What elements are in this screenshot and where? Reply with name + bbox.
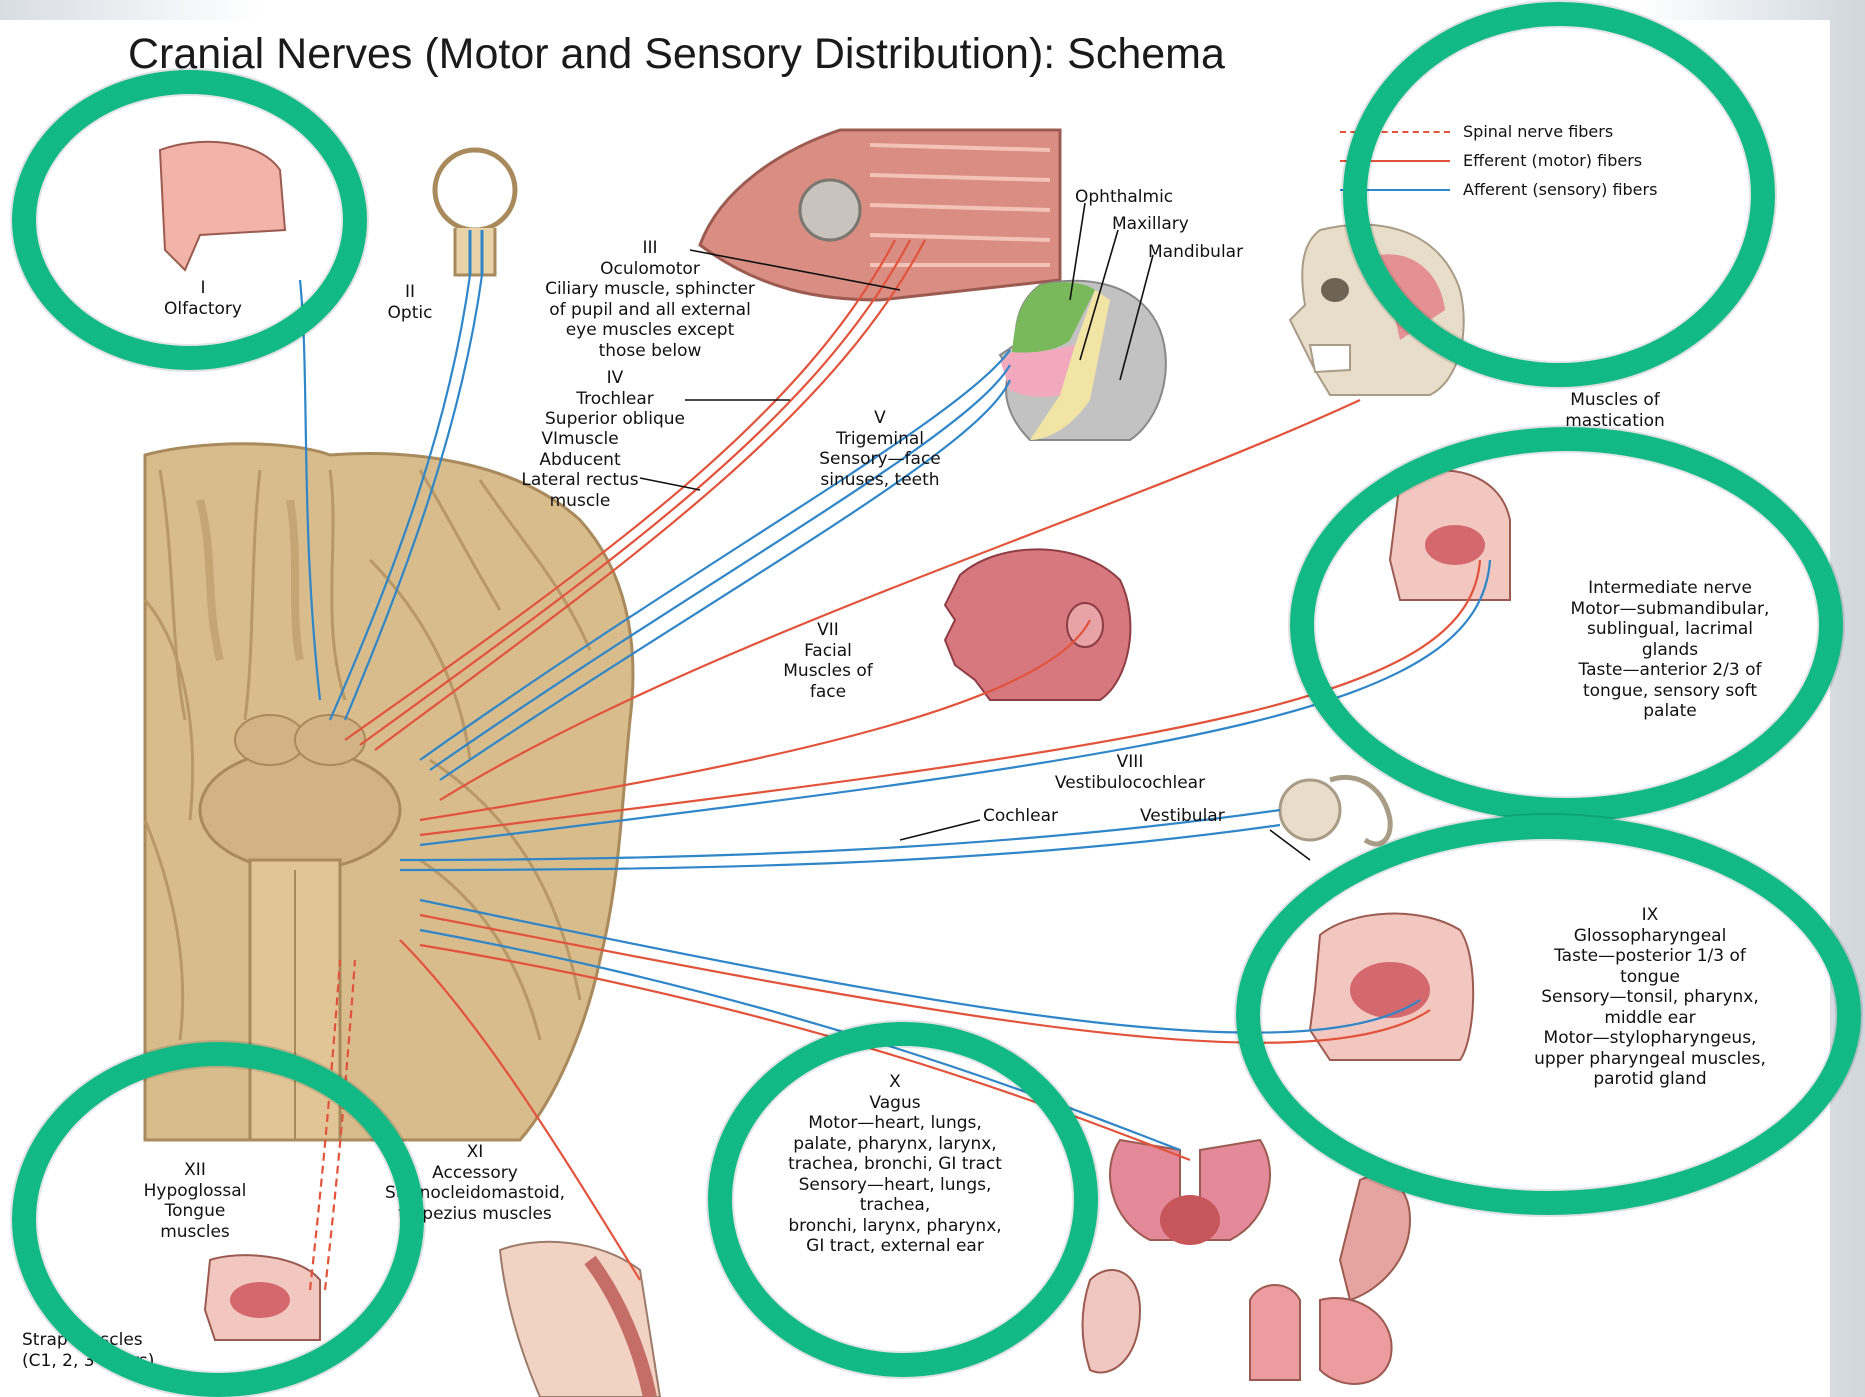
label-ophthalmic: Ophthalmic	[1075, 187, 1173, 208]
brain-illustration	[145, 444, 633, 1140]
face-muscle-illustration	[945, 549, 1130, 700]
neck-illustration	[500, 1242, 660, 1397]
label-mandibular: Mandibular	[1148, 242, 1243, 263]
viscera-illustration	[1083, 1140, 1411, 1384]
diagram-title: Cranial Nerves (Motor and Sensory Distri…	[128, 30, 1225, 79]
label-cochlear: Cochlear	[983, 806, 1058, 827]
ear-illustration	[1280, 777, 1390, 844]
label-maxillary: Maxillary	[1112, 214, 1189, 235]
highlight-ring-glossopharyngeal	[1236, 815, 1861, 1215]
highlight-ring-legend	[1343, 2, 1775, 387]
label-vestibular: Vestibular	[1140, 806, 1225, 827]
highlight-ring-vagus	[708, 1022, 1098, 1377]
highlight-ring-hypoglossal	[12, 1042, 424, 1397]
trigeminal-head-illustration	[1000, 281, 1166, 440]
highlight-ring-intermediate	[1290, 427, 1843, 822]
highlight-ring-olfactory	[12, 70, 367, 370]
